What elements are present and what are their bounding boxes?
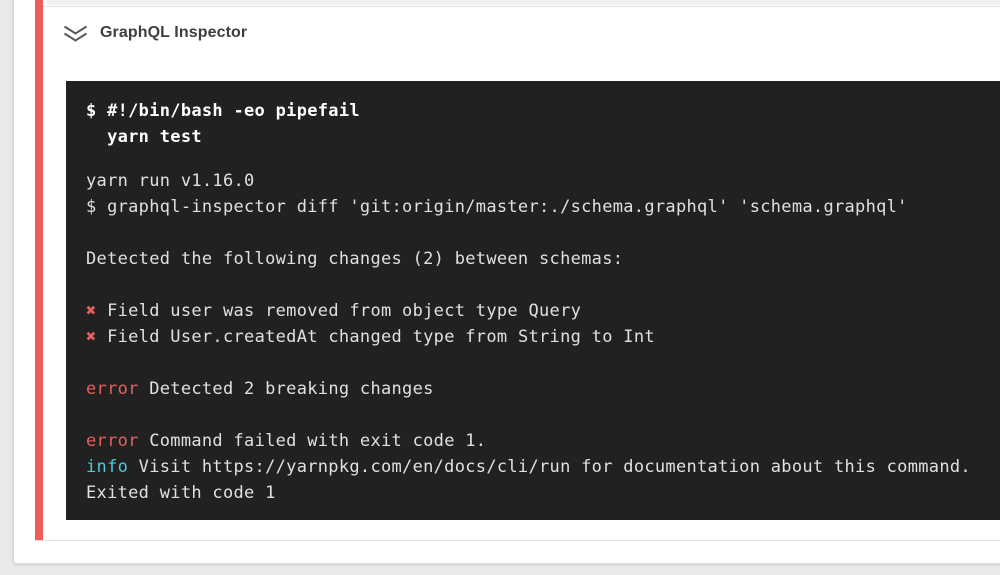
terminal-text-segment: Visit https://yarnpkg.com/en/docs/cli/ru… (128, 457, 971, 477)
terminal-line: error Detected 2 breaking changes (86, 376, 990, 402)
previous-step-edge (47, 0, 1000, 5)
step-header-graphql-inspector[interactable]: GraphQL Inspector (62, 18, 247, 48)
terminal-text-segment: Field user was removed from object type … (96, 301, 582, 321)
terminal-line: ✖ Field User.createdAt changed type from… (86, 324, 990, 350)
double-chevron-down-icon[interactable] (62, 24, 89, 43)
terminal-text-segment: yarn test (86, 127, 202, 147)
terminal-text-segment: ✖ (86, 327, 97, 347)
step-card-bottom-border (35, 540, 1000, 541)
failed-step-accent-bar (35, 0, 43, 540)
terminal-text-segment: Detected 2 breaking changes (138, 379, 434, 399)
terminal-line: Detected the following changes (2) betwe… (86, 246, 990, 272)
terminal-line: Exited with code 1 (86, 480, 990, 506)
terminal-text-segment: Detected the following changes (2) betwe… (86, 249, 624, 269)
terminal-line: yarn run v1.16.0 (86, 168, 990, 194)
terminal-line: $ #!/bin/bash -eo pipefail (86, 98, 990, 124)
terminal-line: ✖ Field user was removed from object typ… (86, 298, 990, 324)
terminal-output: $ #!/bin/bash -eo pipefail yarn test yarn… (66, 81, 1000, 520)
terminal-line: $ graphql-inspector diff 'git:origin/mas… (86, 194, 990, 220)
terminal-text-segment: error (86, 431, 139, 451)
terminal-text-segment: Command failed with exit code 1. (138, 431, 487, 451)
step-card-top-border (35, 6, 1000, 7)
terminal-blank-line (86, 272, 990, 298)
terminal-text-segment: error (86, 379, 139, 399)
terminal-line: info Visit https://yarnpkg.com/en/docs/c… (86, 454, 990, 480)
terminal-blank-line (86, 150, 990, 168)
terminal-blank-line (86, 220, 990, 246)
terminal-text-segment: $ graphql-inspector diff 'git:origin/mas… (86, 197, 908, 217)
terminal-blank-line (86, 402, 990, 428)
terminal-text-segment: yarn run v1.16.0 (86, 171, 255, 191)
terminal-line: error Command failed with exit code 1. (86, 428, 990, 454)
terminal-text-segment: info (86, 457, 129, 477)
terminal-text-segment: ✖ (86, 301, 97, 321)
step-title: GraphQL Inspector (100, 24, 248, 41)
terminal-text-segment: $ #!/bin/bash -eo pipefail (86, 101, 360, 121)
terminal-blank-line (86, 350, 990, 376)
terminal-text-segment: Exited with code 1 (86, 483, 276, 503)
terminal-text-segment: Field User.createdAt changed type from S… (96, 327, 655, 347)
terminal-line: yarn test (86, 124, 990, 150)
